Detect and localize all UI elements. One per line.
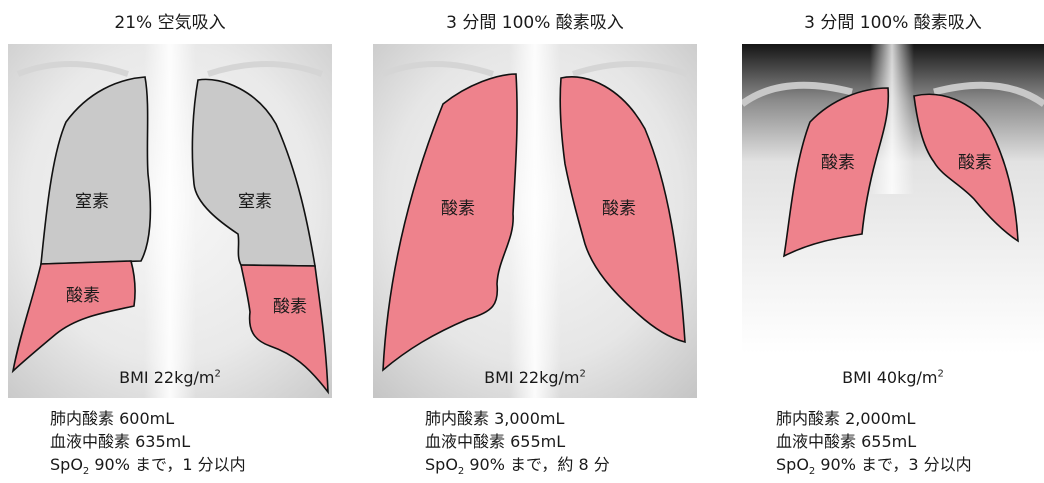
blood-oxygen-text: 血液中酸素 655mL	[425, 430, 610, 453]
spo2-text: SpO2 90% まで，1 分以内	[50, 453, 246, 476]
chest-xray-image: 窒素 窒素 酸素 酸素	[8, 44, 332, 398]
bmi-label: BMI 22kg/m2	[8, 368, 332, 387]
lung-diagram: 酸素 酸素	[742, 44, 1044, 354]
oxygen-stats: 肺内酸素 600mL 血液中酸素 635mL SpO2 90% まで，1 分以内	[50, 407, 246, 476]
panel-oxygen-high-bmi: 3 分間 100% 酸素吸入 酸素	[742, 0, 1044, 483]
spo2-text: SpO2 90% まで，3 分以内	[776, 453, 972, 476]
lung-oxygen-text: 肺内酸素 3,000mL	[425, 407, 610, 430]
label-oxygen-left: 酸素	[66, 286, 100, 306]
spine-shadow	[144, 44, 196, 398]
lung-diagram: 酸素 酸素	[373, 44, 697, 398]
bmi-label: BMI 40kg/m2	[742, 368, 1044, 387]
label-oxygen-right: 酸素	[958, 153, 992, 173]
oxygen-stats: 肺内酸素 2,000mL 血液中酸素 655mL SpO2 90% まで，3 分…	[776, 407, 972, 476]
chest-xray-image: 酸素 酸素	[373, 44, 697, 398]
lung-oxygen-text: 肺内酸素 600mL	[50, 407, 246, 430]
label-nitrogen-left: 窒素	[75, 192, 109, 212]
oxygen-stats: 肺内酸素 3,000mL 血液中酸素 655mL SpO2 90% まで，約 8…	[425, 407, 610, 476]
panel-oxygen-normal-bmi: 3 分間 100% 酸素吸入 酸素 酸素	[373, 0, 697, 483]
chest-xray-image: 酸素 酸素	[742, 44, 1044, 354]
label-oxygen-right: 酸素	[273, 297, 307, 317]
panel-air: 21% 空気吸入	[8, 0, 332, 483]
bmi-label: BMI 22kg/m2	[373, 368, 697, 387]
label-oxygen-left: 酸素	[441, 199, 475, 219]
panel-title: 21% 空気吸入	[8, 8, 332, 33]
lung-oxygen-text: 肺内酸素 2,000mL	[776, 407, 972, 430]
spo2-text: SpO2 90% まで，約 8 分	[425, 453, 610, 476]
label-oxygen-left: 酸素	[821, 153, 855, 173]
lung-diagram: 窒素 窒素 酸素 酸素	[8, 44, 332, 398]
label-nitrogen-right: 窒素	[238, 192, 272, 212]
blood-oxygen-text: 血液中酸素 655mL	[776, 430, 972, 453]
blood-oxygen-text: 血液中酸素 635mL	[50, 430, 246, 453]
panel-title: 3 分間 100% 酸素吸入	[742, 8, 1044, 33]
panel-title: 3 分間 100% 酸素吸入	[373, 8, 697, 33]
label-oxygen-right: 酸素	[602, 199, 636, 219]
